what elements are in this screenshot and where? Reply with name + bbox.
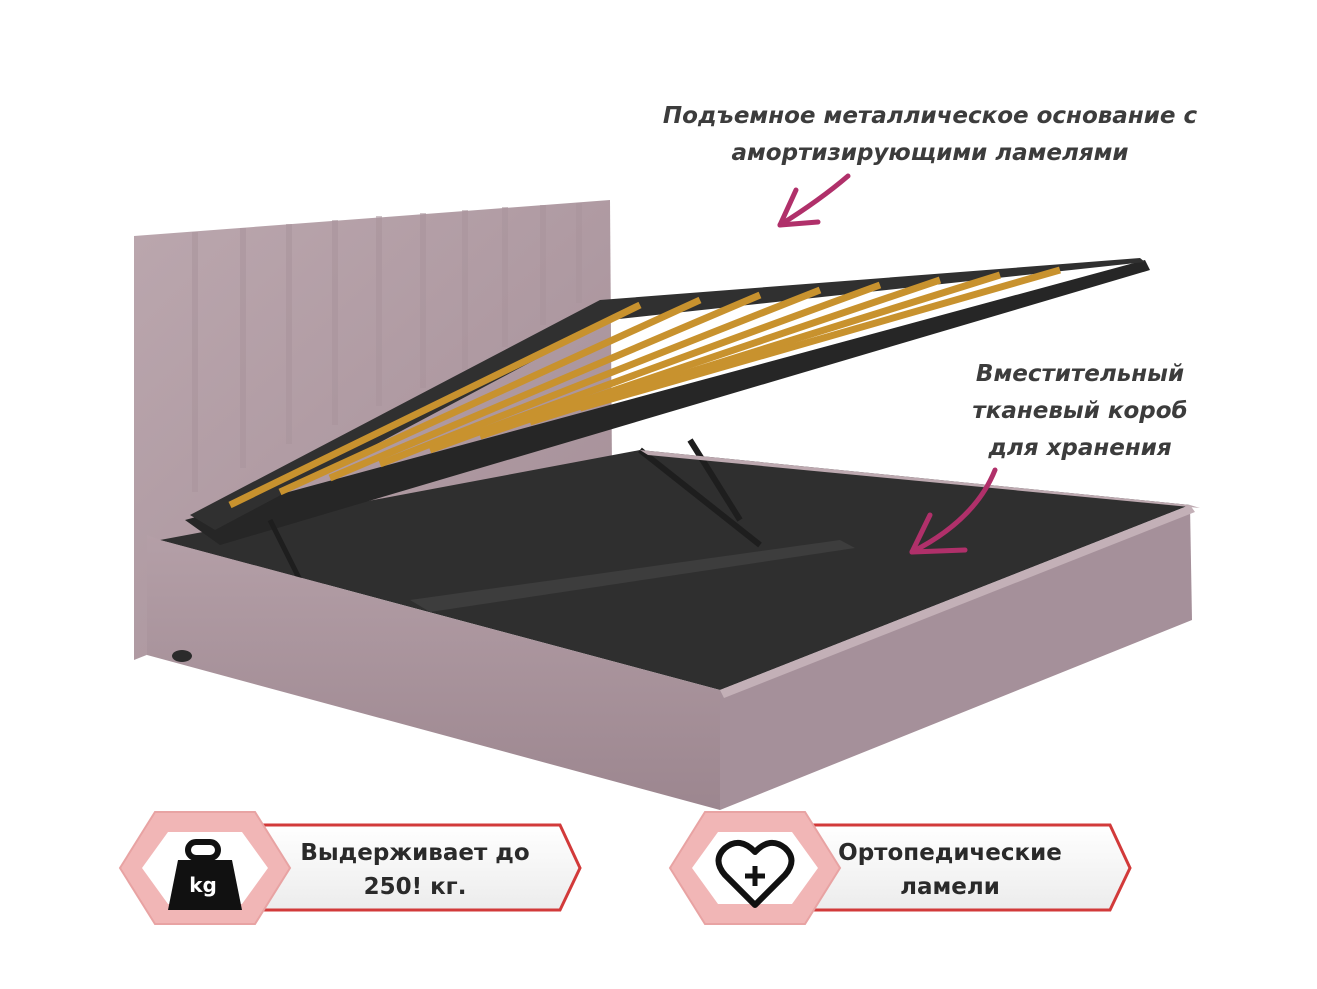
storage-divider — [410, 540, 855, 612]
badge-weight-text: Выдерживает до 250! кг. — [270, 836, 560, 904]
bed-frame — [147, 450, 1200, 810]
badge-weight-line2: 250! кг. — [363, 874, 467, 900]
badge-weight — [118, 811, 582, 925]
lift-base — [185, 258, 1150, 582]
weight-kg-icon — [168, 839, 242, 910]
lift-base-callout: Подъемное металлическое основание с амор… — [600, 98, 1260, 172]
headboard-channels — [192, 203, 582, 492]
kg-label: kg — [189, 873, 217, 897]
heart-plus-icon — [715, 839, 795, 908]
storage-callout-line1: Вместительный — [975, 361, 1185, 387]
badge-orthopedic-line2: ламели — [900, 874, 1000, 900]
badge-weight-line1: Выдерживает до — [300, 840, 530, 866]
arrow-to-lift-base — [777, 173, 851, 228]
lift-base-callout-line2: амортизирующими ламелями — [731, 140, 1129, 166]
badge-orthopedic-text: Ортопедические ламели — [800, 836, 1100, 904]
storage-callout: Вместительный тканевый короб для хранени… — [920, 356, 1240, 467]
badge-orthopedic — [668, 811, 1132, 925]
slats — [228, 266, 1061, 509]
badge-orthopedic-line1: Ортопедические — [838, 840, 1062, 866]
arrow-to-storage-box — [909, 467, 998, 555]
storage-callout-line2: тканевый короб — [972, 398, 1188, 424]
lift-base-callout-line1: Подъемное металлическое основание с — [662, 103, 1198, 129]
storage-callout-line3: для хранения — [988, 435, 1172, 461]
